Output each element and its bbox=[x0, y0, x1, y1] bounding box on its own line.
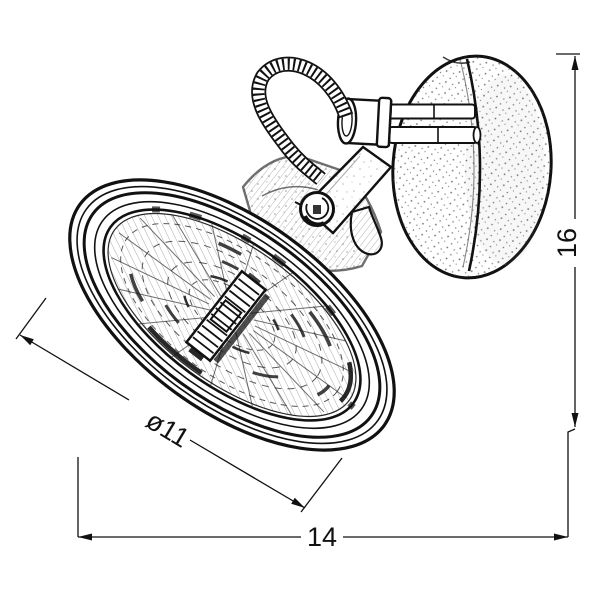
gooseneck-cable bbox=[251, 56, 354, 185]
arrowhead-up-left bbox=[20, 335, 34, 346]
lamp-head bbox=[68, 178, 396, 452]
diameter-label: ø11 bbox=[141, 405, 195, 454]
width-label: 14 bbox=[307, 522, 337, 552]
height-dimension-line bbox=[556, 53, 580, 427]
reflector-shading bbox=[100, 206, 364, 424]
arrowhead-down bbox=[571, 413, 579, 427]
dimension-annotations bbox=[15, 53, 580, 541]
mounting-arm bbox=[387, 103, 482, 144]
arm-end-cap bbox=[472, 126, 482, 144]
arrowhead-right bbox=[554, 533, 568, 541]
halogen-capsule bbox=[184, 269, 270, 364]
arrowhead-down-right bbox=[291, 497, 305, 508]
arrowhead-left bbox=[78, 533, 92, 541]
height-label: 16 bbox=[552, 228, 582, 258]
diameter-dimension-line bbox=[15, 297, 343, 513]
pivot-screw bbox=[294, 191, 335, 227]
wall-plate bbox=[391, 54, 553, 280]
spring-coils bbox=[252, 58, 352, 184]
arrowhead-up bbox=[571, 56, 579, 70]
width-dimension-line bbox=[77, 428, 576, 541]
wall-plate-face-edge bbox=[465, 58, 482, 272]
